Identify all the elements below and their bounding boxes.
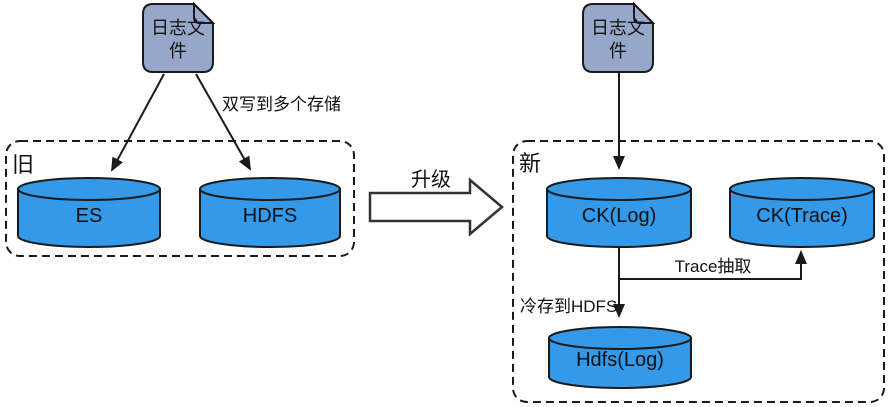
old-document-label-line1: 日志文 [151, 18, 205, 38]
es-cylinder: ES [17, 177, 161, 248]
cold-store-label: 冷存到HDFS [520, 297, 617, 316]
cylinder-top [17, 177, 161, 201]
hdfs-log-cylinder: Hdfs(Log) [548, 326, 692, 389]
ck-log-cylinder: CK(Log) [546, 177, 692, 248]
arrow-old-doc-to-hdfs [195, 73, 251, 171]
document-fold-icon [633, 1, 656, 24]
cylinder-body [17, 188, 161, 248]
es-cylinder-label: ES [76, 205, 103, 227]
ck-trace-cylinder: CK(Trace) [729, 177, 875, 248]
old-log-file-node: 日志文 件 [142, 1, 216, 73]
cylinder-top [729, 177, 875, 201]
old-document-label-line2: 件 [169, 41, 187, 61]
ck-trace-cylinder-label: CK(Trace) [756, 205, 847, 227]
new-group-box [512, 140, 885, 403]
dual-write-label: 双写到多个存储 [222, 95, 341, 114]
new-document-label-line1: 日志文 [591, 18, 645, 38]
cylinder-body [548, 337, 692, 389]
arrow-old-doc-to-es [111, 73, 165, 172]
hdfs-cylinder-label: HDFS [243, 205, 297, 227]
upgrade-label: 升级 [411, 168, 451, 191]
new-badge: 新 [519, 151, 541, 176]
trace-extract-label: Trace抽取 [675, 257, 752, 276]
document-fold-icon [193, 1, 216, 24]
cylinder-top [548, 326, 692, 350]
hdfs-cylinder: HDFS [199, 177, 341, 248]
cylinder-top [546, 177, 692, 201]
cylinder-top [199, 177, 341, 201]
hdfs-log-cylinder-label: Hdfs(Log) [576, 349, 664, 371]
new-document-label-line2: 件 [609, 41, 627, 61]
cylinder-body [199, 188, 341, 248]
old-badge: 旧 [12, 152, 34, 177]
upgrade-block-arrow-icon [368, 177, 504, 237]
cylinder-body [546, 188, 692, 248]
old-group-box [5, 140, 355, 257]
new-log-file-node: 日志文 件 [582, 1, 656, 73]
ck-log-cylinder-label: CK(Log) [582, 205, 656, 227]
cylinder-body [729, 188, 875, 248]
arrow-cklog-to-cktrace [619, 250, 807, 280]
